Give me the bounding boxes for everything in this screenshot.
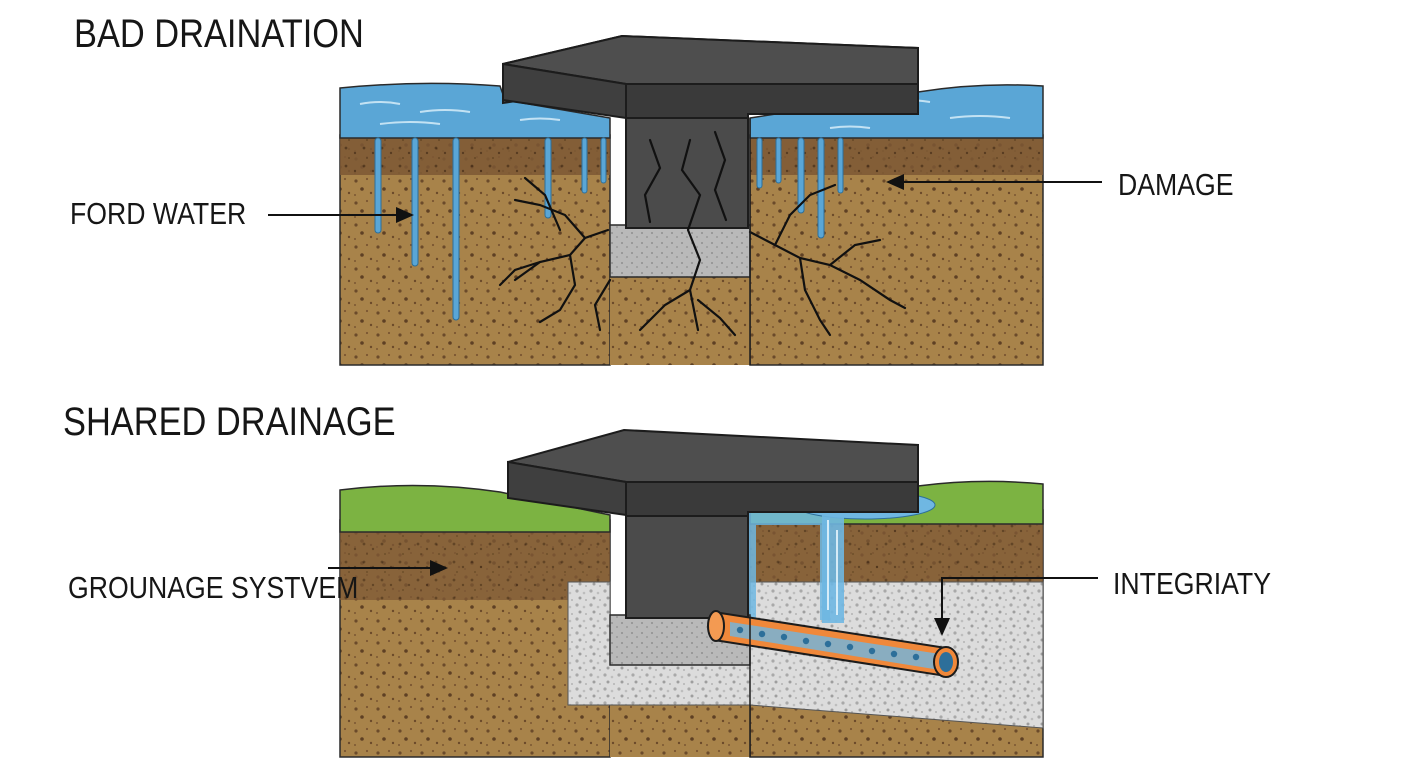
grass-left <box>339 484 611 533</box>
ponding-water-left <box>339 82 611 139</box>
footing-top <box>609 224 751 278</box>
callout-grounage-system: GROUNAGE SYSTVEM <box>68 570 359 605</box>
callout-integriaty: INTEGRIATY <box>1113 566 1271 601</box>
perforated-pipe <box>707 610 959 678</box>
water-drips <box>374 137 844 321</box>
bad-drainage-panel <box>339 34 1044 366</box>
callout-damage: DAMAGE <box>1118 167 1234 202</box>
cracks <box>498 130 907 337</box>
callout-ford-water: FORD WATER <box>70 196 247 231</box>
arrow-down-icon <box>934 577 1098 636</box>
title-shared-drainage: SHARED DRAINAGE <box>63 400 396 444</box>
shared-drainage-panel <box>339 428 1044 758</box>
title-bad-draination: BAD DRAINATION <box>74 12 364 56</box>
